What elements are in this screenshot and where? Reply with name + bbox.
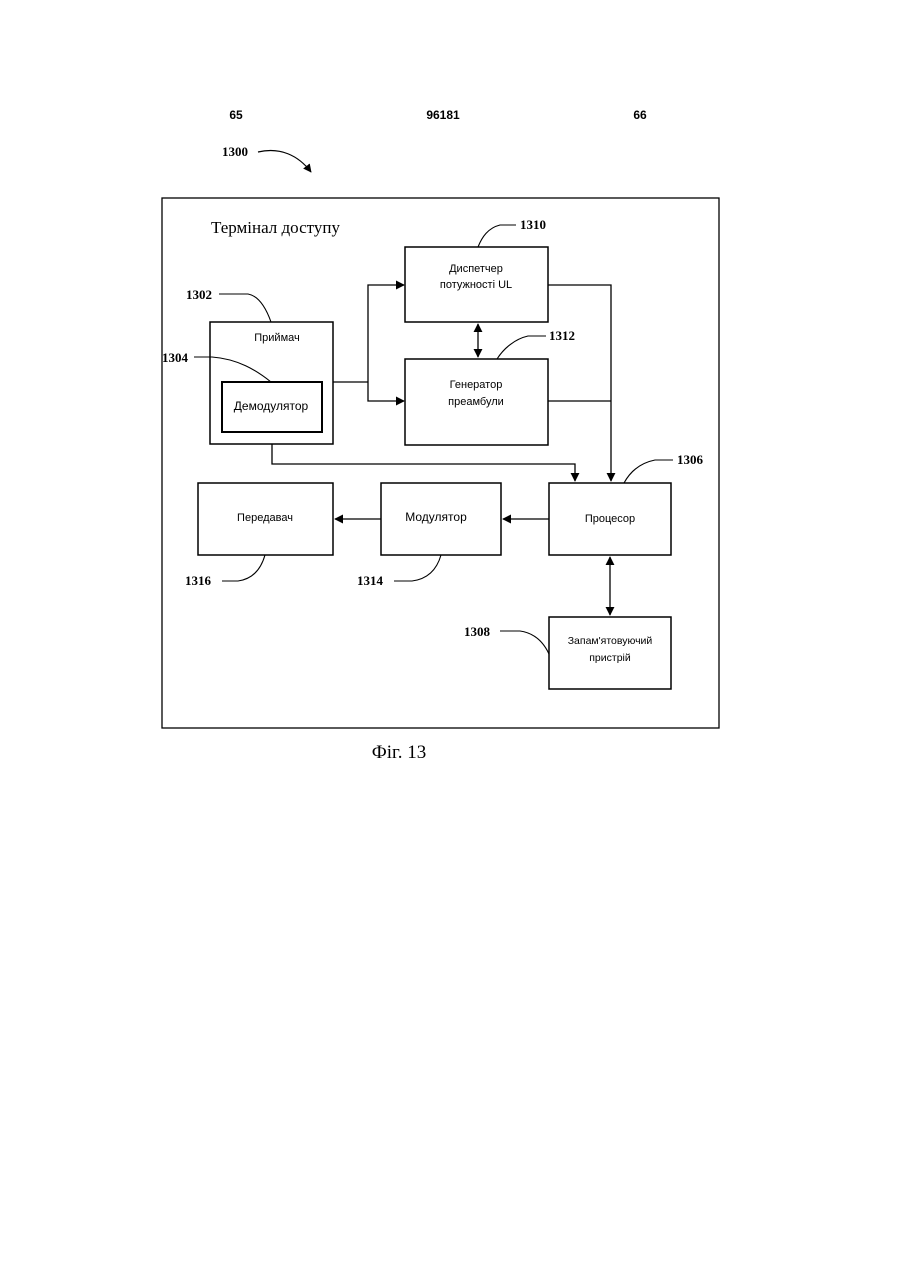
modulator-label: Модулятор — [405, 510, 467, 524]
preamble-generator-leader-line — [497, 336, 546, 359]
memory-reference: 1308 — [464, 624, 491, 639]
power-manager-to-processor-line — [548, 285, 611, 481]
ul-power-manager-reference: 1310 — [520, 217, 546, 232]
ul-power-manager-label-line1: Диспетчер — [449, 263, 503, 275]
transmitter-reference: 1316 — [185, 573, 212, 588]
transmitter-leader-line — [222, 555, 265, 581]
transmitter-label: Передавач — [237, 512, 293, 524]
memory-label-line1: Запам'ятовуючий — [568, 635, 653, 647]
modulator-leader-line — [394, 555, 441, 581]
split-to-power-manager-arrow — [368, 285, 404, 382]
demodulator-label: Демодулятор — [234, 399, 309, 413]
figure-reference-number: 1300 — [222, 144, 248, 159]
demodulator-reference: 1304 — [162, 350, 189, 365]
processor-reference: 1306 — [677, 452, 704, 467]
memory-label-line2: пристрій — [589, 652, 631, 664]
preamble-generator-reference: 1312 — [549, 328, 575, 343]
split-to-preamble-generator-arrow — [368, 382, 404, 401]
header-right-page-number: 66 — [633, 108, 647, 122]
receiver-label: Приймач — [254, 332, 299, 344]
preamble-generator-label-line1: Генератор — [450, 379, 503, 391]
receiver-reference: 1302 — [186, 287, 212, 302]
receiver-leader-line — [219, 294, 271, 322]
memory-leader-line — [500, 631, 549, 654]
modulator-reference: 1314 — [357, 573, 384, 588]
processor-leader-line — [624, 460, 673, 483]
receiver-to-processor-arrow — [272, 444, 575, 481]
header-left-page-number: 65 — [229, 108, 243, 122]
ul-power-manager-label-line2: потужності UL — [440, 279, 512, 291]
processor-label: Процесор — [585, 513, 635, 525]
header-patent-number: 96181 — [426, 108, 460, 122]
ul-power-manager-leader-line — [478, 225, 516, 247]
figure-caption: Фіг. 13 — [372, 742, 426, 763]
access-terminal-title: Термінал доступу — [211, 218, 340, 237]
figure-reference-arrow — [258, 151, 311, 172]
preamble-generator-label-line2: преамбули — [448, 396, 504, 408]
